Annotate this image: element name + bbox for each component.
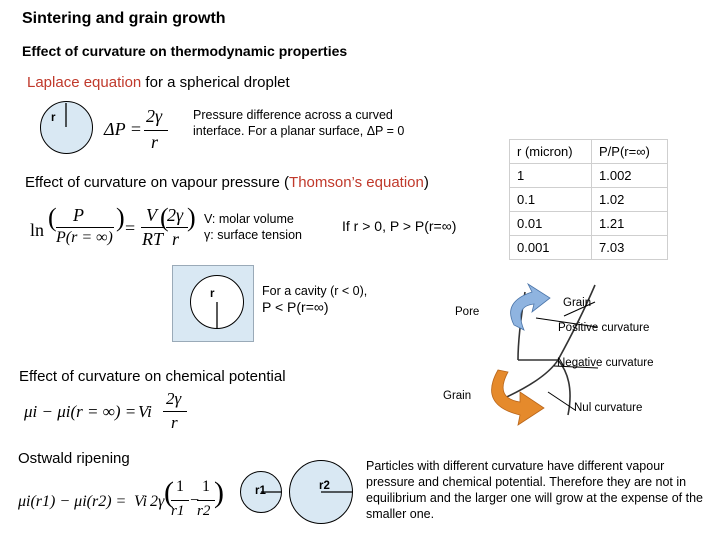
cavity-radius-label: r <box>210 288 214 300</box>
ostwald-fraction-b-bar <box>197 500 215 501</box>
thomson-condition: If r > 0, P > P(r=∞) <box>342 218 456 234</box>
thomson-eq-right-num: 2γ <box>167 205 183 226</box>
thomson-heading-pre: Effect of curvature on vapour pressure ( <box>25 174 289 191</box>
large-particle-label: r2 <box>319 480 330 492</box>
label-negative-curvature: Negative curvature <box>557 357 654 369</box>
laplace-heading-rest: for a spherical droplet <box>141 74 289 91</box>
cavity-line1: For a cavity (r < 0), <box>262 283 367 299</box>
thomson-eq-paren-close: ) <box>116 203 125 233</box>
thomson-eq-left-bar <box>56 227 114 228</box>
table-header-ratio: P/P(r=∞) <box>592 140 668 164</box>
ostwald-eq-a-den: r1 <box>171 503 184 520</box>
chemical-eq-den: r <box>171 413 178 433</box>
laplace-note-line1: Pressure difference across a curved <box>193 107 393 123</box>
ostwald-eq-2g: 2γ <box>150 493 164 511</box>
table-header-r: r (micron) <box>510 140 592 164</box>
ostwald-heading: Ostwald ripening <box>18 450 130 467</box>
small-particle-label: r1 <box>255 485 266 497</box>
table-cell: 0.1 <box>510 188 592 212</box>
laplace-equation-lhs: ΔP = <box>104 119 142 140</box>
chemical-eq-num: 2γ <box>166 389 181 409</box>
laplace-note-line2: interface. For a planar surface, ΔP = 0 <box>193 123 404 139</box>
table-cell: 7.03 <box>592 236 668 260</box>
label-nul-curvature: Nul curvature <box>574 402 642 414</box>
chemical-eq-lhs: μi − μi(r = ∞) = <box>24 402 136 422</box>
chemical-eq-vi: Vi <box>138 402 152 422</box>
table-cell: 0.01 <box>510 212 592 236</box>
label-positive-curvature: Positive curvature <box>558 322 649 334</box>
thomson-heading-post: ) <box>424 174 429 191</box>
thomson-eq-right-den: r <box>172 229 179 250</box>
cavity-line2: P < P(r=∞) <box>262 299 329 315</box>
table-cell: 1.21 <box>592 212 668 236</box>
ostwald-fraction-a-bar <box>171 500 189 501</box>
thomson-heading-red: Thomson’s equation <box>289 174 424 191</box>
ostwald-eq-a-num: 1 <box>176 478 184 496</box>
table-row: 1 1.002 <box>510 164 668 188</box>
thomson-eq-left-den: P(r = ∞) <box>56 229 113 247</box>
orange-curvature-arrow <box>492 370 544 425</box>
ostwald-eq-lhs: μi(r1) − μi(r2) = <box>18 493 126 511</box>
cavity-radius-line <box>190 275 246 331</box>
thomson-eq-mid-num: V <box>146 205 157 226</box>
table-row: 0.1 1.02 <box>510 188 668 212</box>
table-cell: 1 <box>510 164 592 188</box>
page-subtitle: Effect of curvature on thermodynamic pro… <box>22 43 347 59</box>
chemical-heading: Effect of curvature on chemical potentia… <box>19 368 286 385</box>
ostwald-eq-b-num: 1 <box>202 478 210 496</box>
laplace-heading: Laplace equation for a spherical droplet <box>27 74 290 91</box>
thomson-heading: Effect of curvature on vapour pressure (… <box>25 174 429 191</box>
pointer-nul <box>548 392 575 410</box>
blue-curvature-arrow <box>511 284 550 330</box>
ostwald-eq-vi: Vi <box>134 493 147 511</box>
label-pore: Pore <box>455 306 479 318</box>
def-molar-volume: V: molar volume <box>204 211 294 227</box>
chemical-fraction-bar <box>163 411 187 412</box>
boundary-line-bottom-left <box>500 360 558 400</box>
label-grain-bottom: Grain <box>443 390 471 402</box>
table-header-row: r (micron) P/P(r=∞) <box>510 140 668 164</box>
thomson-eq-ln: ln <box>30 220 44 241</box>
vapour-pressure-table: r (micron) P/P(r=∞) 1 1.002 0.1 1.02 0.0… <box>509 139 668 260</box>
thomson-eq-equals: = <box>125 218 135 239</box>
laplace-heading-red: Laplace equation <box>27 74 141 91</box>
table-cell: 1.002 <box>592 164 668 188</box>
laplace-equation-num: 2γ <box>146 106 162 127</box>
laplace-equation-den: r <box>151 132 158 153</box>
large-particle-radius <box>289 460 355 526</box>
def-surface-tension: γ: surface tension <box>204 227 302 243</box>
table-cell: 0.001 <box>510 236 592 260</box>
droplet-radius-line <box>40 101 94 155</box>
label-grain-top: Grain <box>563 297 591 309</box>
table-row: 0.01 1.21 <box>510 212 668 236</box>
thomson-eq-right-bar <box>166 227 188 228</box>
ostwald-paragraph: Particles with different curvature have … <box>366 458 706 522</box>
table-row: 0.001 7.03 <box>510 236 668 260</box>
droplet-radius-label: r <box>51 112 55 124</box>
page-title: Sintering and grain growth <box>22 10 226 28</box>
table-cell: 1.02 <box>592 188 668 212</box>
ostwald-eq-paren-close: ) <box>214 476 224 510</box>
ostwald-eq-b-den: r2 <box>197 503 210 520</box>
laplace-fraction-bar <box>144 130 168 131</box>
thomson-eq-paren2-close: ) <box>187 203 196 233</box>
thomson-eq-left-num: P <box>73 205 84 226</box>
